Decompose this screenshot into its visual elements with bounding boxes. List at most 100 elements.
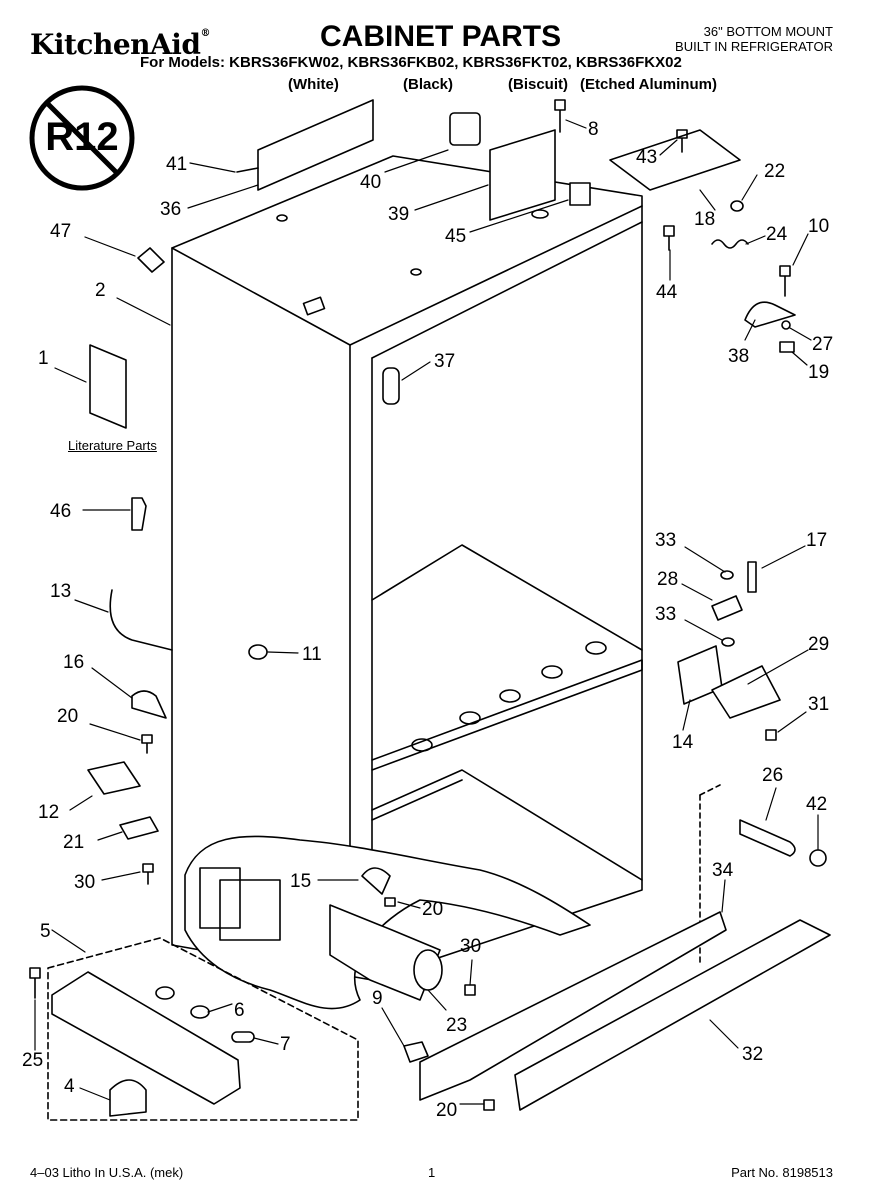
- callout-44: 44: [656, 282, 678, 303]
- part-30-screw-a: [142, 863, 154, 885]
- callout-28: 28: [657, 569, 678, 590]
- callout-38: 38: [728, 346, 749, 367]
- callout-16: 16: [63, 652, 84, 673]
- callout-12: 12: [38, 802, 59, 823]
- callout-7: 7: [280, 1034, 291, 1055]
- callout-33-b: 33: [655, 604, 676, 625]
- subtitle-line-1: 36" BOTTOM MOUNT: [703, 24, 833, 39]
- callout-10: 10: [808, 216, 829, 237]
- callout-29: 29: [808, 634, 829, 655]
- part-19-clip: [779, 341, 795, 353]
- callout-39: 39: [388, 204, 409, 225]
- callout-41: 41: [166, 154, 187, 175]
- callout-19: 19: [808, 362, 829, 383]
- callout-31: 31: [808, 694, 829, 715]
- callout-18: 18: [694, 209, 715, 230]
- callout-23: 23: [446, 1015, 467, 1036]
- part-38-bracket: [744, 301, 796, 328]
- part-29-hinge: [711, 665, 781, 719]
- part-5-bracket: [51, 971, 241, 1105]
- part-13-tube: [109, 589, 173, 651]
- callout-43: 43: [636, 147, 657, 168]
- color-white: (White): [288, 76, 339, 93]
- brand-name: KitchenAid: [30, 28, 201, 61]
- part-9-clip: [403, 1041, 429, 1063]
- model-list: For Models: KBRS36FKW02, KBRS36FKB02, KB…: [140, 54, 682, 71]
- callout-14: 14: [672, 732, 694, 753]
- part-20-screw-b: [384, 897, 396, 907]
- page-title: CABINET PARTS: [320, 20, 562, 53]
- callout-labels: 41 36 40 39 45 8 43 18 22 44 24 10 27 38…: [22, 119, 833, 1121]
- part-45-clip: [569, 182, 591, 206]
- part-17-pin: [747, 561, 757, 593]
- callout-34: 34: [712, 860, 734, 881]
- callout-37: 37: [434, 351, 455, 372]
- part-26-cylinder: [739, 819, 796, 857]
- callout-42: 42: [806, 794, 827, 815]
- part-5-dashed-region: [47, 937, 359, 1121]
- callout-27: 27: [812, 334, 833, 355]
- callout-33-a: 33: [655, 530, 676, 551]
- part-22-cap: [730, 200, 744, 212]
- callout-47: 47: [50, 221, 71, 242]
- leader-lines: [34, 119, 819, 1105]
- callout-13: 13: [50, 581, 71, 602]
- callout-9: 9: [372, 988, 383, 1009]
- part-15-clip: [361, 867, 391, 895]
- callout-26: 26: [762, 765, 783, 786]
- callout-30-a: 30: [74, 872, 95, 893]
- callout-1: 1: [38, 348, 49, 369]
- footer-page-number: 1: [428, 1165, 436, 1180]
- callout-8: 8: [588, 119, 599, 140]
- callout-20-b: 20: [422, 899, 443, 920]
- part-25-screw: [29, 967, 41, 999]
- callout-15: 15: [290, 871, 311, 892]
- callout-20-a: 20: [57, 706, 78, 727]
- callout-40: 40: [360, 172, 381, 193]
- part-6-grommet-a: [155, 986, 175, 1000]
- part-40-bracket: [449, 112, 481, 146]
- callout-25: 25: [22, 1050, 43, 1071]
- part-33-washer-a: [720, 570, 734, 580]
- callout-11: 11: [302, 644, 322, 665]
- part-31-screw: [765, 729, 777, 741]
- callout-4: 4: [64, 1076, 75, 1097]
- part-44-screw: [663, 225, 675, 251]
- part-32-grille: [514, 919, 831, 1111]
- part-33-washer-b: [721, 637, 735, 647]
- callout-6: 6: [234, 1000, 245, 1021]
- callout-20-c: 20: [436, 1100, 457, 1121]
- callout-45: 45: [445, 226, 466, 247]
- part-1-literature: [89, 344, 127, 429]
- part-30-screw-b: [464, 984, 476, 996]
- cutaway-panel: [184, 835, 591, 1010]
- part-8-screw: [554, 99, 566, 133]
- part-6-grommet-b: [190, 1005, 210, 1019]
- part-47-clip: [137, 247, 165, 273]
- part-24-spring: [711, 239, 749, 249]
- part-16-clamp: [131, 690, 167, 719]
- part-10-screw: [779, 265, 791, 297]
- brand-logo: KitchenAid®: [30, 28, 210, 61]
- part-27-washer: [781, 320, 791, 330]
- literature-parts-label: Literature Parts: [68, 438, 157, 453]
- part-18-hinge: [609, 129, 741, 191]
- part-28-bracket: [711, 595, 743, 621]
- part-43-screw: [676, 129, 688, 153]
- callout-17: 17: [806, 530, 827, 551]
- page-subtitle: 36" BOTTOM MOUNT BUILT IN REFRIGERATOR: [675, 24, 833, 54]
- callout-30-b: 30: [460, 936, 481, 957]
- part-42-cap: [809, 849, 827, 867]
- callout-5: 5: [40, 921, 51, 942]
- part-37-bracket: [382, 367, 400, 405]
- callout-32: 32: [742, 1044, 763, 1065]
- color-biscuit: (Biscuit): [508, 76, 568, 93]
- color-black: (Black): [403, 76, 454, 93]
- brand-registered-mark: ®: [200, 28, 210, 39]
- callout-21: 21: [63, 832, 84, 853]
- part-46-clip: [131, 497, 147, 531]
- part-23-duct: [329, 904, 441, 1001]
- part-20-screw-a: [141, 734, 153, 754]
- part-21-bracket: [119, 816, 159, 840]
